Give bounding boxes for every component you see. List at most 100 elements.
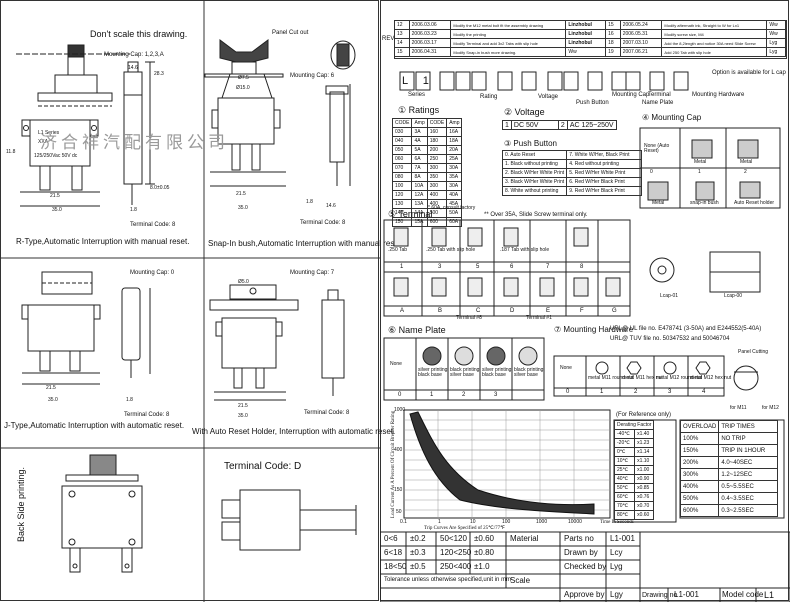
ytick-400: 400 — [394, 447, 403, 453]
td: x1.14 — [634, 447, 655, 457]
td: x0.90 — [634, 474, 655, 484]
rev-cell: Linzhobul — [565, 20, 607, 30]
td: 200% — [679, 456, 720, 469]
q1-cap-label: Mounting Cap: 1,2,3,A — [104, 52, 164, 58]
right-frame-lines — [380, 0, 790, 602]
td: 60℃ — [613, 492, 636, 502]
name-plate-title: ⑥ Name Plate — [388, 325, 446, 335]
plate-none: None — [390, 361, 402, 367]
push-button-title: ③ Push Button — [504, 139, 557, 148]
q3-cap-label: Mounting Cap: 0 — [130, 270, 175, 276]
code-label-mounting-hardware: Mounting Hardware — [692, 92, 745, 98]
td: 050 — [391, 145, 413, 155]
rev-row: 15 2006.04.31 Modify Snap-in bush more d… — [394, 47, 786, 57]
terminal-code-5: 5 — [476, 264, 480, 270]
td: 350 — [426, 172, 448, 182]
rev-row: 14 2006.03.17 Modify Terminal and add 3x… — [394, 38, 786, 48]
rev-cell: 2006.03.17 — [408, 38, 452, 48]
td: 8. White without printing — [501, 186, 568, 196]
derating-note: (For Reference only) — [616, 412, 672, 418]
rev-cell: 19 — [605, 47, 621, 57]
td: 3. Black W/Her White Print — [501, 177, 568, 187]
right-spec-sheet: REV 12 2006.03.06 Modify the M12 metal b… — [380, 0, 790, 602]
td: 160 — [426, 127, 448, 137]
q1-caption: R-Type,Automatic Interruption with manua… — [16, 237, 190, 246]
hw-code-0: 0 — [566, 389, 570, 395]
q1-dim-14-6: 14.6 — [128, 65, 138, 71]
rev-cell: 18 — [605, 38, 621, 48]
td: 120 — [391, 190, 413, 200]
rev-cell: 12 — [394, 20, 410, 30]
hw-m12-round: metal M12 round nut — [656, 375, 702, 381]
hw-code-1: 1 — [600, 389, 604, 395]
q4-dim-35: 35.0 — [238, 413, 248, 419]
table-row: Derating Factor — [613, 420, 655, 430]
rev-cell: Lyg — [766, 38, 786, 48]
ratings-title-text: Ratings — [408, 105, 440, 115]
plate-label-3: black printing silver base — [514, 367, 544, 378]
rev-cell: 13 — [394, 29, 410, 39]
q2-dim-14-6: 14.6 — [326, 203, 336, 209]
rev-cell: 2006.05.24 — [619, 20, 663, 30]
rev-cell: Modify Terminal and add 3x2 Tabs with sl… — [450, 38, 567, 48]
rev-cell: Add 250 Tab with slip hole — [661, 47, 768, 57]
rev-cell: 15 — [394, 47, 410, 57]
terminal-code-d: D — [510, 308, 515, 314]
table-row: 200%4.0~40SEC — [679, 456, 779, 469]
tol-120-250: 120<250 — [440, 548, 472, 557]
td: 100% — [679, 432, 720, 445]
left-drawing-sheet: Don't scale this drawing. Mounting Cap: … — [0, 0, 403, 602]
scale-label: Scale — [510, 576, 531, 585]
voltage-ac: AC 125~250V — [566, 120, 617, 130]
q2-terminal-code: Terminal Code: 8 — [300, 220, 346, 226]
td: 070 — [391, 163, 413, 173]
table-row: 300%1.2~12SEC — [679, 468, 779, 481]
tol-0-6-v: ±0.2 — [410, 534, 426, 543]
q1-dim-1-8: 1.8 — [130, 207, 137, 213]
table-row: 600%0.3~2.5SEC — [679, 504, 779, 517]
rev-cell: 2006.03.23 — [408, 29, 452, 39]
td: 400% — [679, 480, 720, 493]
tolerance-note: Tolerance unless otherwise specified,uni… — [384, 577, 512, 583]
voltage-title: ② Voltage — [504, 107, 545, 117]
td: 1. Black without printing — [501, 159, 568, 169]
face-series: L1 Series — [38, 130, 60, 136]
cap-metal-label-3: Metal — [652, 200, 665, 206]
lcap-00-label: Lcap-00 — [724, 293, 743, 299]
plate-label-2: silver printing black base — [482, 367, 512, 378]
parts-no-label: Parts no — [564, 534, 594, 543]
tol-250-400-v: ±1.0 — [474, 562, 490, 571]
terminal-label-187-slip: .187 Tab with slip hole — [500, 247, 550, 253]
th: Derating Factor — [613, 420, 655, 430]
cap-code-1: 1 — [698, 169, 701, 175]
mounting-hardware-title: ⑦ Mounting Hardware — [554, 325, 634, 334]
td: x1.00 — [634, 465, 655, 475]
td: x1.23 — [634, 438, 655, 448]
td: 4. Red without printing — [566, 159, 643, 169]
back-side-printing-label: Back Side printing. — [16, 466, 27, 543]
plate-label-0: silver printing black base — [418, 367, 448, 378]
code-label-series: Series — [408, 92, 426, 98]
cap-none-label: None (Auto Reset) — [644, 143, 670, 154]
q1-dim-21-5: 21.5 — [50, 193, 60, 199]
td: 130 — [391, 199, 413, 209]
td: 250 — [426, 154, 448, 164]
code-label-name-plate: Name Plate — [642, 100, 674, 106]
td: 0.4~3.5SEC — [718, 492, 779, 505]
td: 25A — [446, 154, 463, 164]
td: -20℃ — [613, 438, 636, 448]
rev-cell: Ww — [565, 47, 607, 57]
td: 60A — [446, 217, 463, 227]
code-option-note: Option is available for L cap — [712, 70, 786, 76]
